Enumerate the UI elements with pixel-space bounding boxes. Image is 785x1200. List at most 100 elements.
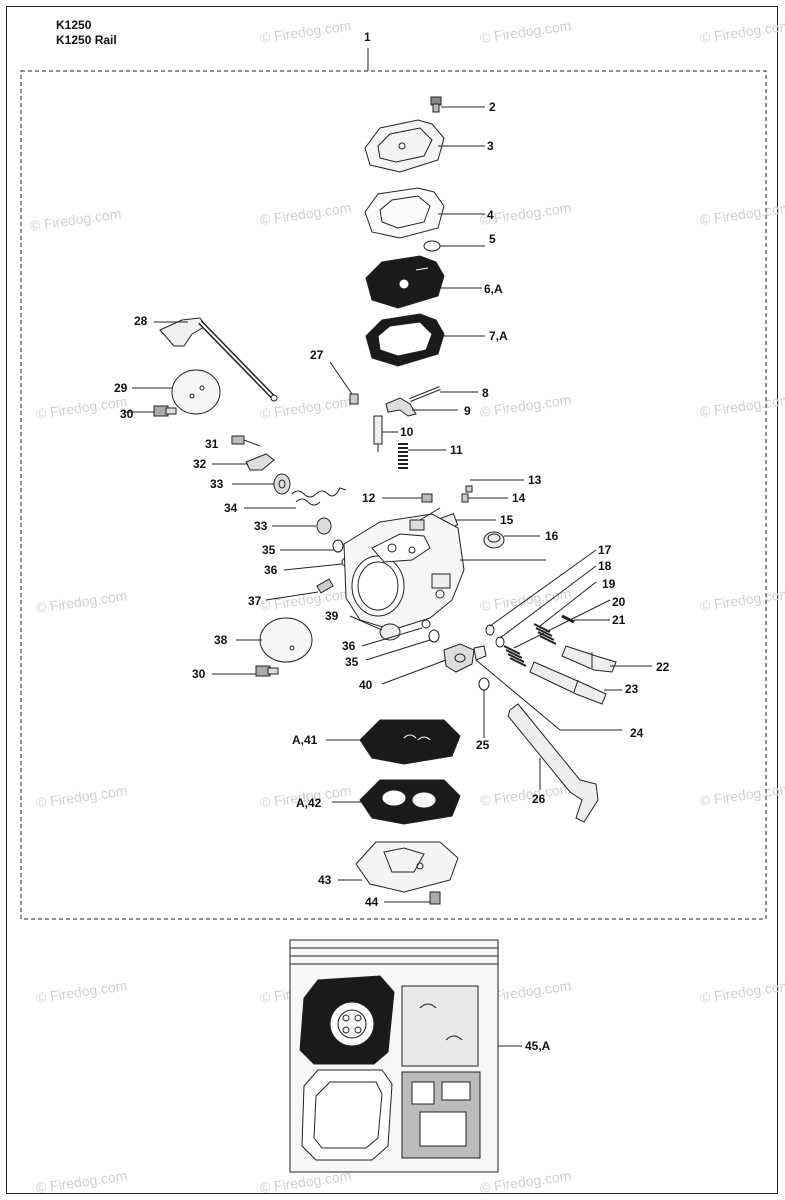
part-label-33: 33 — [254, 519, 268, 533]
part-label-30: 30 — [192, 667, 206, 681]
part-label-32: 32 — [193, 457, 207, 471]
leader-line — [539, 581, 597, 627]
part-label-22: 22 — [656, 660, 670, 674]
part-13-screw — [465, 485, 473, 493]
part-label-25: 25 — [476, 738, 490, 752]
part-label-12: 12 — [362, 491, 376, 505]
part-label-36: 36 — [342, 639, 356, 653]
part-18-washer — [495, 636, 505, 648]
part-44-screw — [429, 891, 441, 905]
part-label-2: 2 — [489, 100, 496, 114]
part-34-return-spring — [291, 487, 347, 506]
part-30-screw — [255, 665, 279, 677]
leader-line — [283, 563, 343, 571]
part-20-spring — [503, 645, 527, 667]
part-label-a41: A,41 — [292, 733, 318, 747]
part-40-bushing — [443, 643, 487, 673]
part-label-6: 6,A — [484, 282, 503, 296]
part-42-gasket — [359, 779, 461, 825]
leader-line — [475, 659, 561, 731]
part-label-19: 19 — [602, 577, 616, 591]
leader-line — [365, 639, 431, 661]
part-12-screw — [421, 493, 433, 503]
part-41-diaphragm — [359, 719, 461, 765]
part-27-screw — [349, 393, 359, 405]
part-7-gasket — [365, 313, 445, 367]
part-label-34: 34 — [224, 501, 238, 515]
part-32-lever — [245, 453, 275, 471]
part-label-10: 10 — [400, 425, 414, 439]
gasket-kit-bag — [289, 939, 499, 1173]
part-label-15: 15 — [500, 513, 514, 527]
part-label-45a: 45,A — [525, 1039, 551, 1053]
part-label-17: 17 — [598, 543, 612, 557]
part-37-idle-screw — [316, 578, 334, 594]
leader-line — [329, 361, 353, 395]
part-label-24: 24 — [630, 726, 644, 740]
part-label-7: 7,A — [489, 329, 508, 343]
part-33-bushing — [273, 473, 291, 495]
part-label-18: 18 — [598, 559, 612, 573]
part-label-36: 36 — [264, 563, 278, 577]
part-14-nipple — [461, 493, 469, 503]
part-3-pump-cover — [364, 119, 445, 173]
carburetor-body — [343, 513, 465, 631]
leader-line — [265, 591, 319, 601]
assembly-frame — [20, 70, 767, 920]
part-17-washer — [485, 624, 495, 636]
leader-line — [349, 615, 383, 631]
part-35-washer — [428, 629, 440, 643]
part-label-40: 40 — [359, 678, 373, 692]
part-label-1: 1 — [364, 30, 371, 44]
diagram-sheet — [6, 6, 778, 1194]
part-5-o-ring — [423, 240, 441, 252]
part-label-38: 38 — [214, 633, 228, 647]
part-label-44: 44 — [365, 895, 379, 909]
part-label-13: 13 — [528, 473, 542, 487]
part-label-8: 8 — [482, 386, 489, 400]
part-label-35: 35 — [262, 543, 276, 557]
part-label-28: 28 — [134, 314, 148, 328]
part-label-11: 11 — [450, 443, 463, 457]
part-label-21: 21 — [612, 613, 626, 627]
part-31-screw — [231, 435, 261, 447]
part-16-plug — [483, 531, 505, 549]
part-2-screw — [430, 96, 442, 113]
part-label-3: 3 — [487, 139, 494, 153]
part-label-43: 43 — [318, 873, 332, 887]
part-label-9: 9 — [464, 404, 471, 418]
part-label-39: 39 — [325, 609, 339, 623]
part-label-31: 31 — [205, 437, 219, 451]
leader-line — [361, 627, 423, 647]
part-11-spring — [398, 443, 408, 469]
part-label-5: 5 — [489, 232, 496, 246]
part-9-lever — [385, 397, 417, 417]
part-19-spring — [533, 623, 557, 645]
part-22-high-speed-needle — [561, 645, 617, 673]
leader-line — [381, 659, 447, 685]
model-title-k1250: K1250 — [56, 18, 92, 32]
part-28-throttle-shaft — [159, 317, 278, 402]
part-6-diaphragm — [365, 255, 445, 309]
leader-line — [419, 507, 441, 521]
part-label-a42: A,42 — [296, 796, 322, 810]
part-4-gasket — [364, 187, 445, 239]
part-10-inlet-needle — [373, 415, 383, 452]
part-29-throttle-plate — [171, 369, 221, 415]
part-26-choke-lever — [507, 703, 599, 823]
part-36-washer — [421, 619, 431, 629]
part-label-20: 20 — [612, 595, 626, 609]
part-label-16: 16 — [545, 529, 559, 543]
part-label-26: 26 — [532, 792, 546, 806]
part-25-washer — [478, 677, 490, 691]
part-43-metering-cover — [355, 841, 459, 893]
leader-line — [489, 549, 597, 627]
part-33-bushing — [316, 517, 332, 535]
part-label-37: 37 — [248, 594, 262, 608]
part-label-30: 30 — [120, 407, 134, 421]
part-label-23: 23 — [625, 682, 639, 696]
part-30-screw — [153, 405, 177, 417]
part-label-4: 4 — [487, 208, 494, 222]
model-title-k1250-rail: K1250 Rail — [56, 33, 117, 47]
